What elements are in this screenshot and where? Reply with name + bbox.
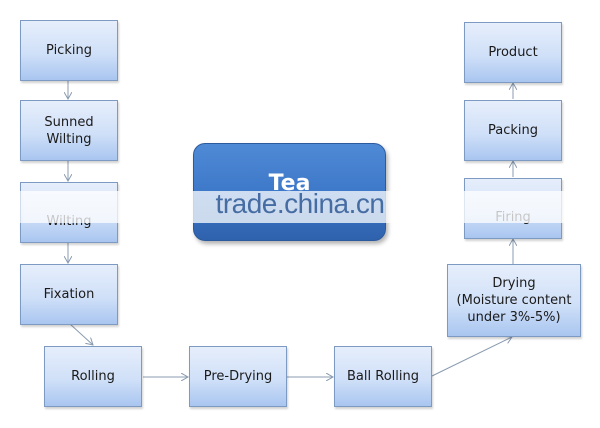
node-packing: Packing: [464, 100, 562, 161]
node-pre-drying: Pre-Drying: [189, 346, 287, 407]
node-label: Sunned Wilting: [44, 114, 94, 147]
node-label: Picking: [46, 43, 92, 58]
node-label: Drying (Moisture content under 3%-5%): [456, 276, 572, 325]
node-sunned-wilting: Sunned Wilting: [20, 100, 118, 161]
node-rolling: Rolling: [44, 346, 142, 407]
node-label: Pre-Drying: [203, 369, 273, 384]
node-label: Rolling: [71, 369, 115, 384]
node-label: Fixation: [43, 287, 95, 302]
node-product: Product: [464, 22, 562, 83]
watermark-band: [0, 191, 600, 223]
node-picking: Picking: [20, 20, 118, 81]
node-label: Ball Rolling: [347, 369, 419, 384]
node-label: Product: [488, 45, 538, 60]
node-ball-rolling: Ball Rolling: [334, 346, 432, 407]
node-label: Packing: [487, 123, 538, 138]
node-drying: Drying (Moisture content under 3%-5%): [447, 264, 581, 337]
node-fixation: Fixation: [20, 264, 118, 325]
watermark-text: trade.china.cn: [215, 188, 385, 219]
